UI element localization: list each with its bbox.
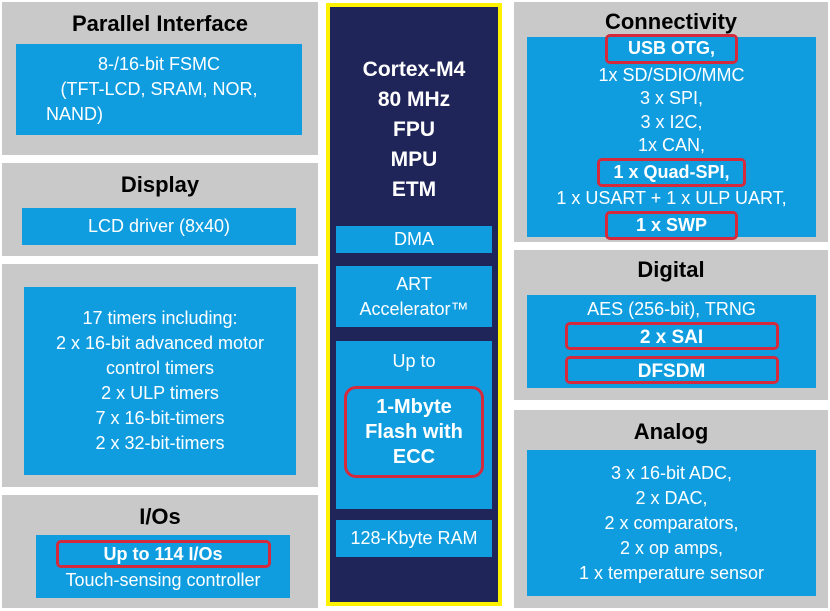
cortex-core-block: Cortex-M4 80 MHz FPU MPU ETM DMA ART Acc… — [326, 3, 502, 606]
analog-block: Analog 3 x 16-bit ADC, 2 x DAC, 2 x comp… — [514, 410, 828, 608]
text-line: Touch-sensing controller — [65, 570, 261, 590]
ios-highlight: Up to 114 I/Os — [55, 540, 271, 568]
text-line: 7 x 16-bit-timers — [95, 408, 225, 428]
parallel-interface-block: Parallel Interface 8-/16-bit FSMC (TFT-L… — [2, 2, 318, 155]
text-line: 3 x I2C, — [640, 111, 703, 132]
text-line: ART — [396, 273, 432, 294]
digital-block: Digital AES (256-bit), TRNG 2 x SAI DFSD… — [514, 250, 828, 400]
flash-highlight: 1-Mbyte Flash with ECC — [344, 386, 484, 478]
text-line: Up to — [392, 351, 436, 371]
text-line: (TFT-LCD, SRAM, NOR, — [60, 79, 258, 99]
ios-block: I/Os Up to 114 I/Os Touch-sensing contro… — [2, 495, 318, 608]
ram-block: 128-Kbyte RAM — [336, 520, 492, 557]
sai-highlight: 2 x SAI — [564, 322, 779, 350]
text-line: ECC — [392, 445, 436, 468]
connectivity-block: Connectivity USB OTG, 1x SD/SDIO/MMC 3 x… — [514, 2, 828, 242]
display-content: LCD driver (8x40) — [22, 208, 296, 245]
core-specs: Cortex-M4 80 MHz FPU MPU ETM — [330, 55, 498, 205]
text-line: MPU — [390, 148, 438, 171]
swp-highlight: 1 x SWP — [605, 210, 738, 240]
flash-block: Up to 1-Mbyte Flash with ECC — [336, 341, 492, 509]
dma-label: DMA — [394, 229, 434, 249]
text-line: NAND) — [46, 104, 103, 124]
parallel-interface-content: 8-/16-bit FSMC (TFT-LCD, SRAM, NOR, NAND… — [16, 44, 302, 135]
dma-block: DMA — [336, 226, 492, 253]
analog-content: 3 x 16-bit ADC, 2 x DAC, 2 x comparators… — [527, 450, 816, 596]
text-line: 2 x DAC, — [635, 487, 708, 508]
text-line: 3 x 16-bit ADC, — [610, 462, 733, 483]
usb-otg-highlight: USB OTG, — [605, 34, 738, 64]
connectivity-content: USB OTG, 1x SD/SDIO/MMC 3 x SPI, 3 x I2C… — [527, 34, 816, 240]
text-line: 1 x USART + 1 x ULP UART, — [556, 188, 787, 208]
text-line: ETM — [391, 178, 437, 201]
timers-content: 17 timers including: 2 x 16-bit advanced… — [24, 287, 296, 475]
connectivity-title: Connectivity — [604, 9, 738, 34]
text-line: 2 x 16-bit advanced motor — [55, 333, 265, 353]
display-title: Display — [120, 172, 200, 197]
text-line: LCD driver (8x40) — [87, 216, 231, 236]
text-line: 1x CAN, — [637, 135, 706, 155]
text-line: 2 x comparators, — [604, 512, 739, 533]
timers-block: 17 timers including: 2 x 16-bit advanced… — [2, 264, 318, 487]
text-line: control timers — [105, 358, 215, 378]
dfsdm-highlight: DFSDM — [564, 356, 779, 384]
text-line: FPU — [393, 118, 435, 141]
ios-title: I/Os — [139, 504, 181, 529]
digital-content: AES (256-bit), TRNG 2 x SAI DFSDM — [527, 295, 816, 388]
text-line: AES (256-bit), TRNG — [587, 299, 756, 319]
text-line: 80 MHz — [377, 88, 451, 111]
text-line: 8-/16-bit FSMC — [97, 54, 221, 74]
text-line: Accelerator™ — [359, 298, 469, 319]
text-line: 1 x temperature sensor — [578, 562, 765, 583]
text-line: 1-Mbyte — [376, 395, 452, 418]
analog-title: Analog — [633, 419, 709, 444]
text-line: Cortex-M4 — [362, 58, 466, 81]
parallel-interface-title: Parallel Interface — [71, 11, 249, 36]
text-line: Flash with — [365, 420, 463, 443]
text-line: 2 x 32-bit-timers — [95, 433, 225, 453]
ram-label: 128-Kbyte RAM — [350, 528, 478, 548]
art-accelerator-block: ART Accelerator™ — [336, 266, 492, 327]
text-line: 1x SD/SDIO/MMC — [598, 64, 745, 85]
text-line: 2 x op amps, — [619, 537, 724, 558]
text-line: 3 x SPI, — [639, 88, 704, 108]
display-block: Display LCD driver (8x40) — [2, 163, 318, 256]
digital-title: Digital — [637, 257, 705, 282]
text-line: 17 timers including: — [82, 308, 238, 328]
ios-content: Up to 114 I/Os Touch-sensing controller — [36, 535, 290, 598]
quad-spi-highlight: 1 x Quad-SPI, — [597, 157, 746, 187]
text-line: 2 x ULP timers — [101, 383, 219, 403]
